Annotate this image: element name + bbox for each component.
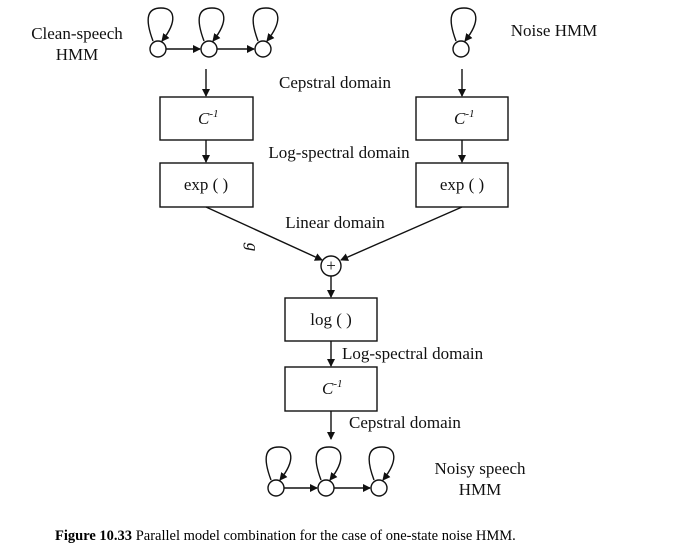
self-loop — [265, 446, 292, 481]
clean-speech-label-line1: Clean-speech — [31, 24, 123, 43]
hmm-state — [452, 40, 470, 58]
exp-box-right — [415, 162, 509, 208]
noisy-speech-hmm — [265, 446, 395, 497]
inverse-dct-bottom-text: C-1 — [322, 378, 343, 398]
clean-speech-label-line2: HMM — [56, 45, 99, 64]
right-branch — [340, 69, 509, 261]
exp-left-text: exp ( ) — [184, 175, 228, 194]
noise-hmm — [450, 7, 477, 58]
gain-label: g — [243, 243, 262, 252]
flow-line — [340, 206, 463, 261]
cepstral-domain-bottom-label: Cepstral domain — [349, 413, 461, 432]
hmm-state — [317, 479, 335, 497]
inverse-dct-box-right — [415, 96, 509, 141]
self-loop — [252, 7, 279, 42]
exp-right-text: exp ( ) — [440, 175, 484, 194]
noisy-speech-label-line2: HMM — [459, 480, 502, 499]
noisy-speech-label-line1: Noisy speech — [434, 459, 526, 478]
hmm-state — [267, 479, 285, 497]
hmm-state — [254, 40, 272, 58]
log-text: log ( ) — [310, 310, 352, 329]
hmm-state — [200, 40, 218, 58]
linear-domain-label: Linear domain — [285, 213, 385, 232]
clean-speech-hmm — [147, 7, 279, 58]
inverse-dct-left-text: C-1 — [198, 108, 219, 128]
self-loop — [198, 7, 225, 42]
inverse-dct-box-left — [159, 96, 254, 141]
self-loop — [315, 446, 342, 481]
cepstral-domain-top-label: Cepstral domain — [279, 73, 391, 92]
flow-line — [205, 206, 323, 261]
log-spectral-domain-bottom-label: Log-spectral domain — [342, 344, 484, 363]
hmm-state — [370, 479, 388, 497]
left-branch — [159, 69, 323, 261]
combination-chain — [284, 255, 378, 440]
log-spectral-domain-top-label: Log-spectral domain — [268, 143, 410, 162]
inverse-dct-right-text: C-1 — [454, 108, 475, 128]
noise-hmm-label: Noise HMM — [511, 21, 597, 40]
sum-symbol: + — [326, 256, 336, 275]
self-loop — [450, 7, 477, 42]
hmm-state — [149, 40, 167, 58]
self-loop — [368, 446, 395, 481]
self-loop — [147, 7, 174, 42]
figure-caption: Figure 10.33 Parallel model combination … — [55, 528, 516, 544]
